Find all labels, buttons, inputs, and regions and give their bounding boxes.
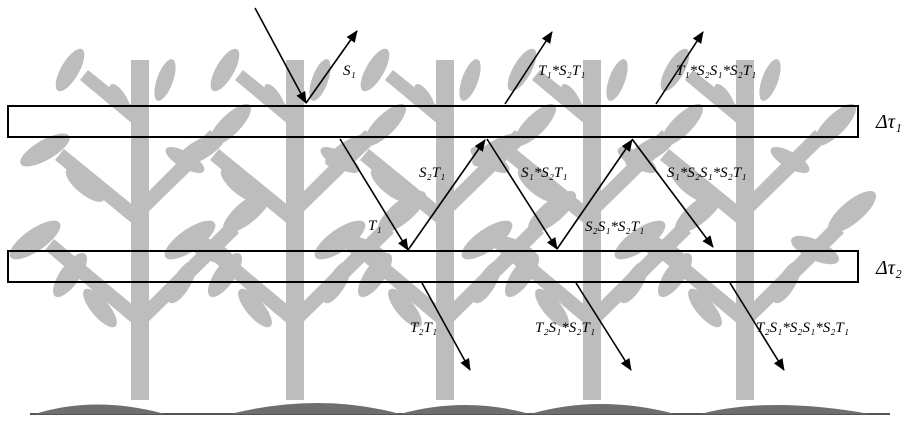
layer-1-label: Δτ₁ — [876, 111, 902, 133]
label-S1S2S1S2T1: S₁*S₂S₁*S₂T₁ — [667, 165, 747, 181]
vegetation-background — [4, 44, 883, 400]
layer-2-label: Δτ₂ — [876, 257, 902, 279]
plant-1 — [4, 44, 278, 400]
ground-surface — [30, 403, 890, 415]
label-T1S2S1S2T1: T₁*S₂S₁*S₂T₁ — [676, 63, 757, 79]
ray-T2T1 — [421, 282, 471, 371]
ray-paths — [254, 7, 785, 371]
ray-T2S1S2S1S2T1 — [729, 282, 785, 371]
ray-T1S2S1S2T1 — [655, 31, 704, 105]
ray-incident — [254, 7, 307, 104]
label-S2T1: S₂T₁ — [419, 165, 446, 181]
label-T2S1S2S1S2T1: T₂S₁*S₂S₁*S₂T₁ — [756, 320, 849, 336]
label-S1S2T1: S₁*S₂T₁ — [521, 165, 568, 181]
label-S2S1S2T1: S₂S₁*S₂T₁ — [585, 219, 645, 235]
label-T1: T₁ — [368, 218, 382, 234]
layer-1-box — [7, 105, 859, 138]
ray-T2S1S2T1 — [575, 282, 632, 371]
ray-T1S2T1 — [504, 31, 553, 105]
ray-S2S1S2T1 — [556, 139, 633, 250]
layer-2-box — [7, 250, 859, 283]
ray-T1 — [339, 138, 409, 251]
label-T2T1: T₂T₁ — [410, 320, 438, 336]
plant-5 — [609, 44, 883, 400]
label-T2S1S2T1: T₂S₁*S₂T₁ — [535, 320, 596, 336]
label-T1S2T1: T₁*S₂T₁ — [538, 63, 586, 79]
ray-S1 — [305, 30, 358, 104]
ray-S1S2S1S2T1 — [631, 138, 714, 248]
ray-S1S2T1 — [486, 138, 558, 250]
label-S1: S₁ — [343, 63, 356, 79]
ray-S2T1 — [407, 139, 486, 251]
plant-3 — [309, 44, 583, 400]
